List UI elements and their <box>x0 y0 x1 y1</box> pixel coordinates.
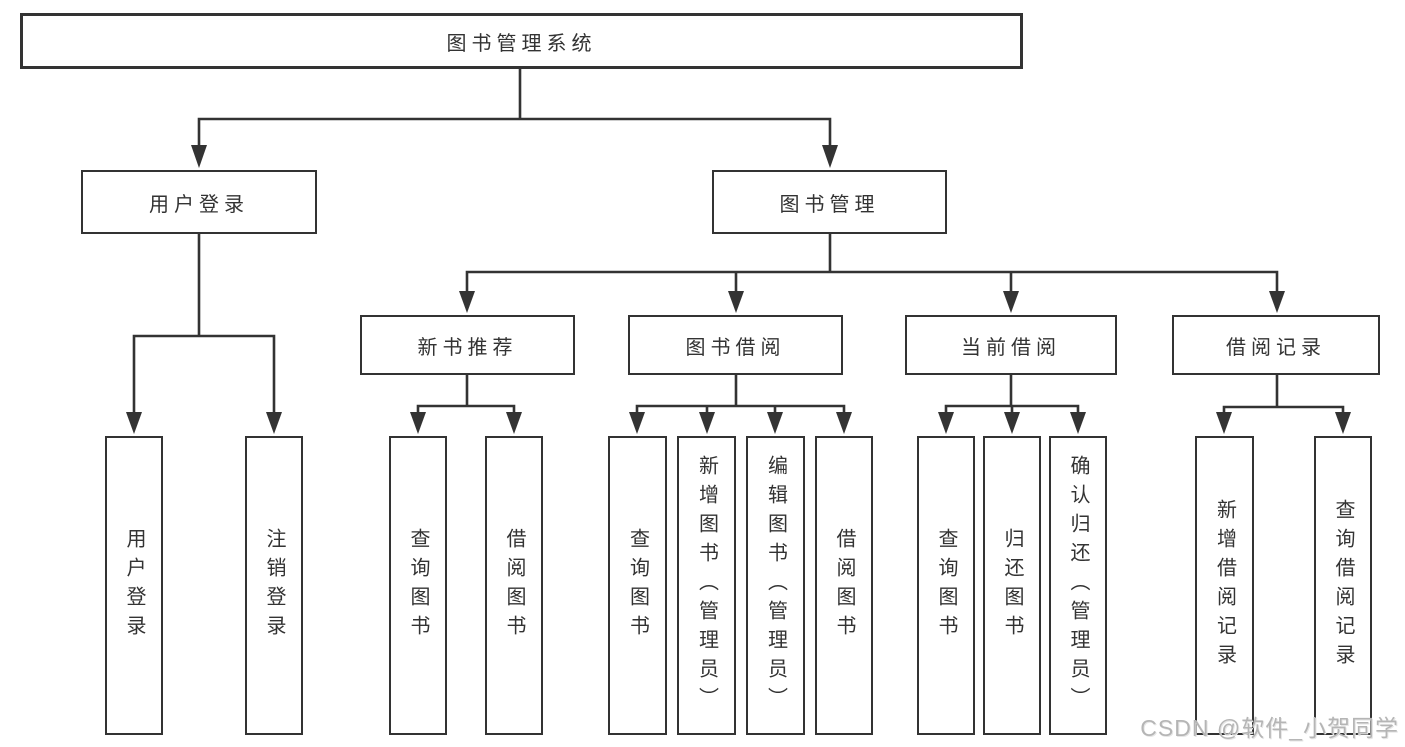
leaf-bb-query-books: 查询图书 <box>608 436 667 735</box>
leaf-cb-return-books: 归还图书 <box>983 436 1041 735</box>
leaf-bb-borrow-books: 借阅图书 <box>815 436 873 735</box>
node-user-login: 用户登录 <box>81 170 317 234</box>
node-borrowing-records: 借阅记录 <box>1172 315 1380 375</box>
csdn-watermark: CSDN @软件_小贺同学 <box>1140 715 1399 741</box>
node-book-borrowing: 图书借阅 <box>628 315 843 375</box>
leaf-logout: 注销登录 <box>245 436 303 735</box>
leaf-cb-confirm-return-admin: 确认归还（管理员） <box>1049 436 1107 735</box>
tree-edges <box>132 69 1345 414</box>
leaf-nbr-query-books: 查询图书 <box>389 436 447 735</box>
leaf-bb-edit-books-admin: 编辑图书（管理员） <box>746 436 805 735</box>
leaf-cb-query-books: 查询图书 <box>917 436 975 735</box>
leaf-bb-add-books-admin: 新增图书（管理员） <box>677 436 736 735</box>
arrowheads <box>126 145 1351 434</box>
leaf-br-query-record: 查询借阅记录 <box>1314 436 1372 735</box>
leaf-user-login: 用户登录 <box>105 436 163 735</box>
node-root-system: 图书管理系统 <box>20 13 1023 69</box>
node-book-management: 图书管理 <box>712 170 947 234</box>
leaf-br-add-record: 新增借阅记录 <box>1195 436 1254 735</box>
node-current-borrowing: 当前借阅 <box>905 315 1117 375</box>
leaf-nbr-borrow-books: 借阅图书 <box>485 436 543 735</box>
node-new-book-recommend: 新书推荐 <box>360 315 575 375</box>
